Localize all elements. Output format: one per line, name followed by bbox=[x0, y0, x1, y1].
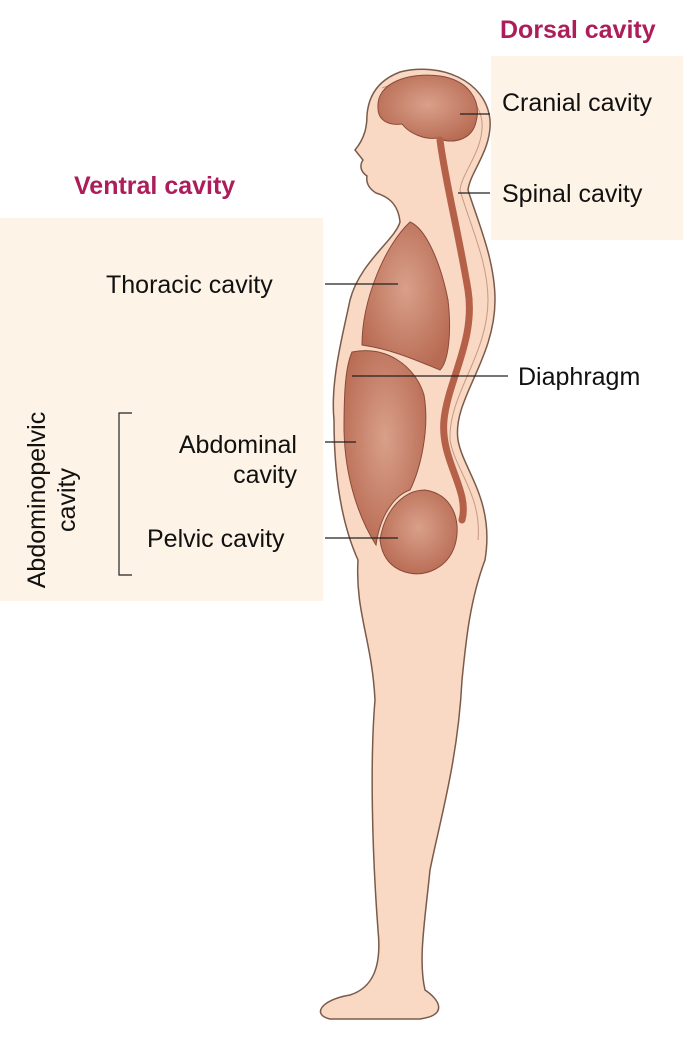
abdominopelvic-line1: Abdominopelvic bbox=[23, 411, 51, 589]
abdominopelvic-line2: cavity bbox=[53, 468, 81, 532]
thoracic-cavity-label: Thoracic cavity bbox=[106, 271, 273, 299]
dorsal-panel bbox=[491, 56, 683, 240]
abdominal-line1: Abdominal bbox=[178, 431, 297, 459]
abdominal-line2: cavity bbox=[233, 461, 297, 489]
pelvic-cavity-label: Pelvic cavity bbox=[147, 525, 285, 553]
abdominopelvic-cavity-label: Abdominopelvic cavity bbox=[22, 410, 82, 590]
abdominal-organ bbox=[343, 350, 427, 547]
spinal-cavity-label: Spinal cavity bbox=[502, 180, 643, 208]
abdominopelvic-bracket bbox=[118, 412, 132, 576]
ventral-cavity-title: Ventral cavity bbox=[74, 172, 236, 200]
cranial-cavity-label: Cranial cavity bbox=[502, 89, 653, 117]
diaphragm-label: Diaphragm bbox=[518, 363, 641, 391]
ventral-panel bbox=[0, 218, 323, 601]
spinal-cord bbox=[436, 136, 473, 524]
dorsal-cavity-title: Dorsal cavity bbox=[500, 16, 656, 44]
brain bbox=[377, 74, 478, 142]
leader-lines bbox=[325, 113, 508, 539]
thoracic-organ bbox=[361, 221, 451, 371]
abdominal-cavity-label: Abdominal cavity bbox=[165, 430, 297, 490]
pelvic-organ bbox=[379, 489, 458, 575]
